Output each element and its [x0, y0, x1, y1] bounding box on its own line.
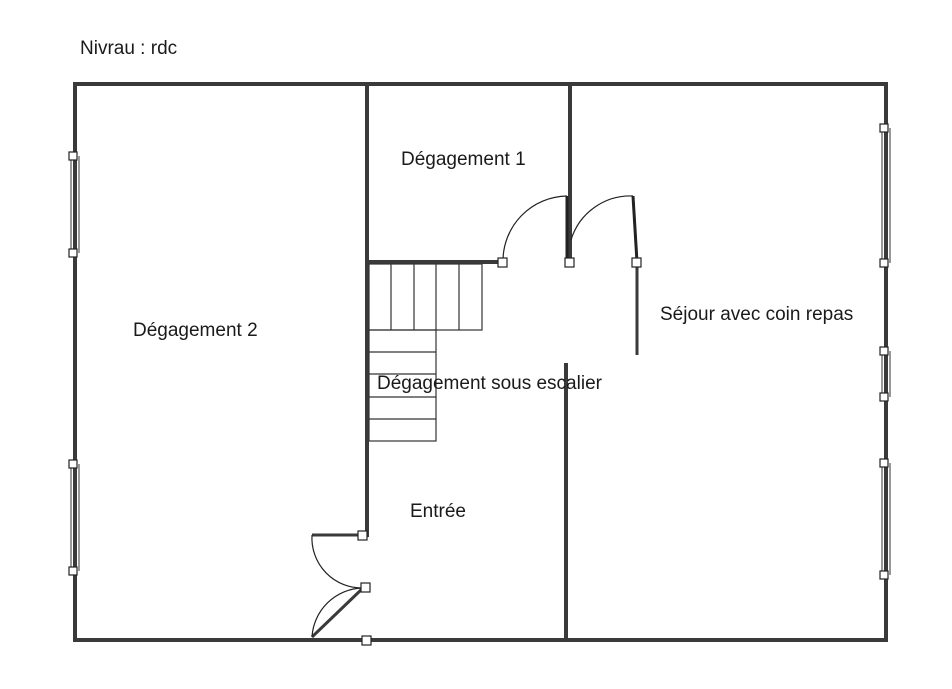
door-entree [310, 582, 372, 646]
door-sejour [564, 195, 642, 268]
outer-walls [73, 82, 888, 642]
window-right-upper [879, 123, 891, 268]
window-right-middle [879, 346, 891, 402]
interior-walls [365, 82, 639, 642]
door-degagement-1 [497, 195, 569, 268]
room-label-entree: Entrée [410, 501, 466, 522]
room-label-degagement-2: Dégagement 2 [133, 320, 258, 341]
room-label-degagement-1: Dégagement 1 [401, 149, 526, 170]
room-label-degagement-sous-escalier: Dégagement sous escalier [377, 373, 603, 394]
window-left-upper [68, 151, 80, 258]
staircase [368, 263, 483, 442]
window-right-lower [879, 458, 891, 580]
level-label: Nivrau : rdc [80, 38, 177, 59]
window-left-lower [68, 459, 80, 576]
door-degagement-2 [311, 530, 368, 589]
room-label-sejour: Séjour avec coin repas [660, 304, 853, 325]
